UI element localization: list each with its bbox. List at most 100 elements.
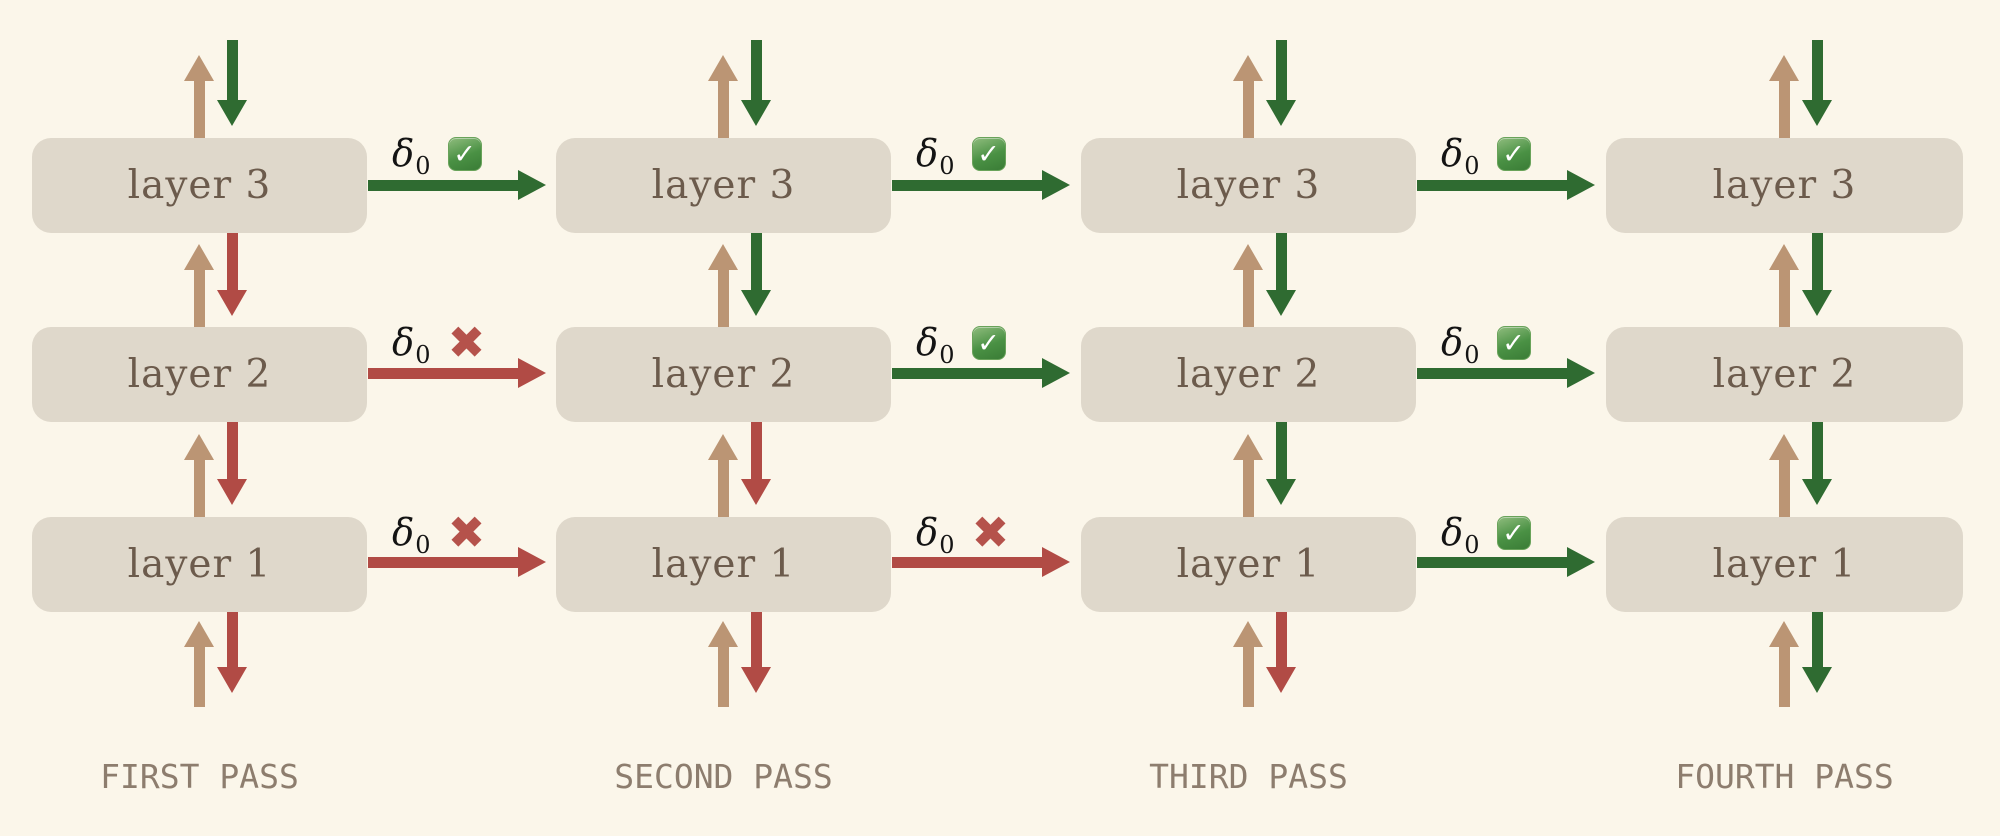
- delta-label: δ0: [916, 132, 955, 179]
- check-icon: ✓: [971, 137, 1006, 171]
- pass-column-third: layer 3 layer 2 layer 1 δ0 ✓ ✖ δ0 ✓ ✖ δ0…: [1081, 0, 1595, 836]
- down-arrow-icon: [217, 422, 247, 505]
- down-arrow-icon: [1266, 422, 1296, 505]
- check-glyph: ✓: [453, 138, 476, 170]
- delta-annotation: δ0 ✓ ✖: [892, 321, 1070, 367]
- transfer-arrow: [892, 358, 1070, 389]
- up-arrow-icon: [1233, 621, 1263, 707]
- delta-symbol: δ: [392, 132, 415, 175]
- layer-box: layer 3: [1606, 138, 1963, 233]
- cross-icon: ✖: [447, 506, 486, 559]
- delta-symbol: δ: [916, 132, 939, 175]
- check-glyph: ✓: [1502, 138, 1525, 170]
- up-arrow-icon: [1769, 621, 1799, 707]
- delta-subscript: 0: [939, 152, 955, 180]
- up-arrow-icon: [184, 55, 214, 140]
- delta-annotation: δ0 ✓ ✖: [368, 316, 546, 369]
- down-arrow-icon: [217, 612, 247, 693]
- check-icon: ✓: [1496, 137, 1531, 171]
- check-icon: ✓: [1496, 516, 1531, 550]
- check-glyph: ✓: [977, 327, 1000, 359]
- down-arrow-icon: [741, 612, 771, 693]
- down-arrow-icon: [1802, 422, 1832, 505]
- delta-symbol: δ: [1441, 511, 1464, 554]
- delta-subscript: 0: [1464, 531, 1480, 559]
- pass-column-first: layer 3 layer 2 layer 1 δ0 ✓ ✖ δ0 ✓ ✖ δ0…: [32, 0, 546, 836]
- layer-box: layer 3: [1081, 138, 1416, 233]
- transfer-arrow: [892, 547, 1070, 578]
- down-arrow-icon: [1802, 612, 1832, 693]
- pass-column-fourth: layer 3 layer 2 layer 1 FOURTH PASS: [1606, 0, 1963, 836]
- up-arrow-icon: [1233, 434, 1263, 517]
- cross-icon: ✖: [971, 506, 1010, 559]
- up-arrow-icon: [708, 621, 738, 707]
- transfer-arrow: [1417, 170, 1595, 201]
- delta-label: δ0: [392, 511, 431, 558]
- delta-label: δ0: [916, 511, 955, 558]
- delta-symbol: δ: [916, 321, 939, 364]
- check-glyph: ✓: [1502, 517, 1525, 549]
- check-icon: ✓: [1496, 326, 1531, 360]
- delta-symbol: δ: [392, 321, 415, 364]
- pass-column-second: layer 3 layer 2 layer 1 δ0 ✓ ✖ δ0 ✓ ✖ δ0…: [556, 0, 1070, 836]
- pass-caption: SECOND PASS: [614, 757, 833, 796]
- down-arrow-icon: [1266, 40, 1296, 126]
- delta-label: δ0: [1441, 511, 1480, 558]
- delta-annotation: δ0 ✓ ✖: [892, 132, 1070, 179]
- down-arrow-icon: [741, 422, 771, 505]
- transfer-arrow: [368, 358, 546, 389]
- delta-annotation: δ0 ✓ ✖: [1417, 134, 1595, 179]
- delta-subscript: 0: [939, 531, 955, 559]
- layer-box: layer 3: [556, 138, 891, 233]
- down-arrow-icon: [217, 233, 247, 316]
- up-arrow-icon: [1233, 244, 1263, 327]
- transfer-arrow: [892, 170, 1070, 201]
- layer-box: layer 1: [1081, 517, 1416, 612]
- pass-caption: THIRD PASS: [1149, 757, 1348, 796]
- delta-subscript: 0: [1464, 152, 1480, 180]
- delta-annotation: δ0 ✓ ✖: [1417, 511, 1595, 558]
- down-arrow-icon: [1802, 233, 1832, 316]
- up-arrow-icon: [1769, 244, 1799, 327]
- delta-symbol: δ: [392, 511, 415, 554]
- delta-label: δ0: [392, 321, 431, 368]
- transfer-arrow: [368, 170, 546, 201]
- up-arrow-icon: [184, 434, 214, 517]
- delta-subscript: 0: [415, 152, 431, 180]
- up-arrow-icon: [184, 244, 214, 327]
- delta-annotation: δ0 ✓ ✖: [368, 506, 546, 559]
- down-arrow-icon: [1266, 612, 1296, 693]
- layer-box: layer 3: [32, 138, 367, 233]
- layer-box: layer 1: [32, 517, 367, 612]
- delta-symbol: δ: [916, 511, 939, 554]
- delta-subscript: 0: [415, 341, 431, 369]
- layer-box: layer 2: [1606, 327, 1963, 422]
- check-icon: ✓: [971, 326, 1006, 360]
- up-arrow-icon: [1233, 55, 1263, 140]
- check-glyph: ✓: [977, 138, 1000, 170]
- up-arrow-icon: [1769, 434, 1799, 517]
- down-arrow-icon: [1266, 233, 1296, 316]
- delta-label: δ0: [392, 132, 431, 179]
- down-arrow-icon: [217, 40, 247, 126]
- transfer-arrow: [1417, 358, 1595, 389]
- transfer-arrow: [368, 547, 546, 578]
- delta-label: δ0: [1441, 321, 1480, 368]
- up-arrow-icon: [184, 621, 214, 707]
- cross-icon: ✖: [447, 316, 486, 369]
- delta-annotation: δ0 ✓ ✖: [1417, 321, 1595, 368]
- down-arrow-icon: [1802, 40, 1832, 126]
- transfer-arrow: [1417, 547, 1595, 578]
- delta-subscript: 0: [1464, 341, 1480, 369]
- up-arrow-icon: [1769, 55, 1799, 140]
- delta-label: δ0: [1441, 134, 1480, 179]
- up-arrow-icon: [708, 55, 738, 140]
- delta-subscript: 0: [415, 531, 431, 559]
- pass-caption: FOURTH PASS: [1675, 757, 1894, 796]
- down-arrow-icon: [741, 40, 771, 126]
- down-arrow-icon: [741, 233, 771, 316]
- check-icon: ✓: [447, 137, 482, 171]
- delta-symbol: δ: [1441, 321, 1464, 364]
- delta-annotation: δ0 ✓ ✖: [892, 506, 1070, 559]
